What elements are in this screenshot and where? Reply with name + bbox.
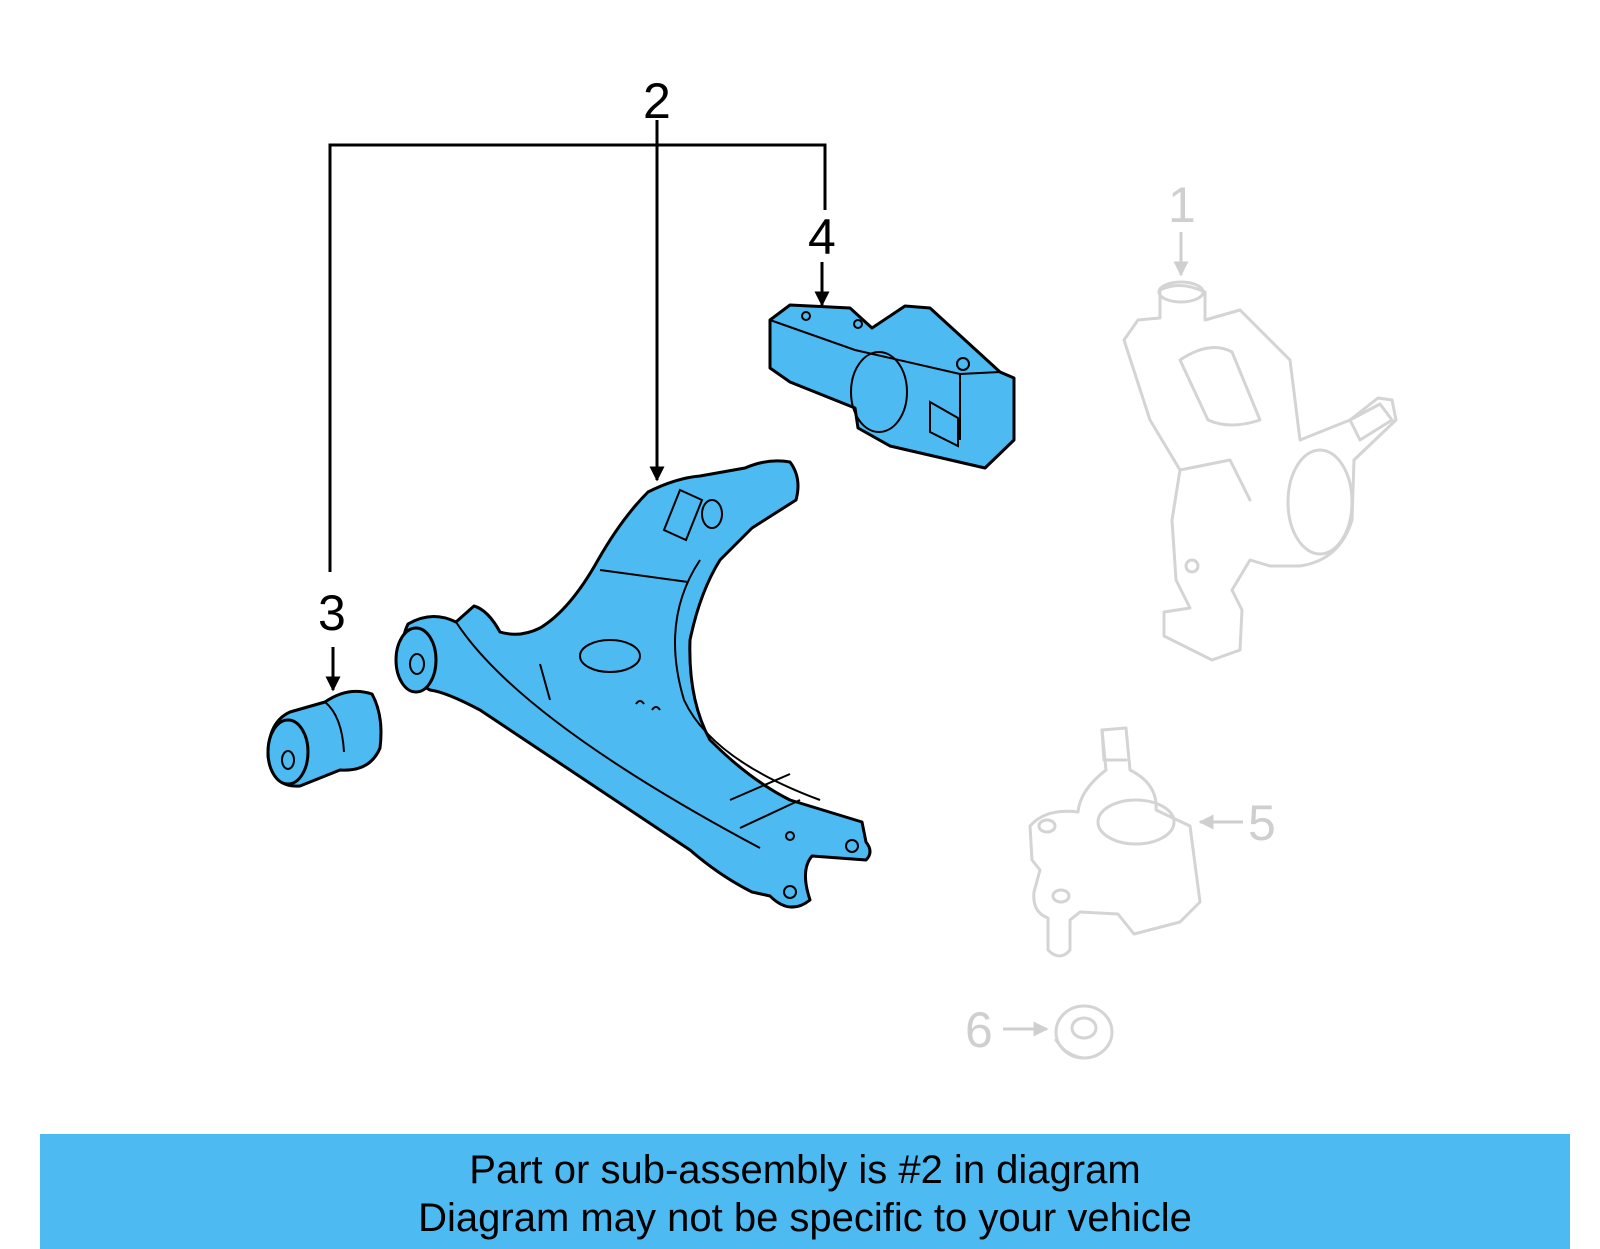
callout-1: 1 bbox=[1168, 177, 1196, 233]
callout-2: 2 bbox=[643, 73, 671, 129]
banner-line-1: Part or sub-assembly is #2 in diagram bbox=[469, 1148, 1141, 1192]
banner-line-2: Diagram may not be specific to your vehi… bbox=[418, 1196, 1192, 1240]
part-6-nut bbox=[1054, 1004, 1114, 1060]
callout-3: 3 bbox=[318, 585, 346, 641]
callout-4: 4 bbox=[808, 209, 836, 265]
part-5-ball-joint bbox=[1028, 726, 1202, 958]
part-4-mount-bracket bbox=[768, 303, 1016, 470]
part-3-bushing bbox=[266, 689, 383, 788]
callout-6: 6 bbox=[965, 1002, 993, 1058]
callout-2-leader bbox=[328, 120, 827, 572]
part-2-control-arm bbox=[394, 459, 872, 909]
info-banner: Part or sub-assembly is #2 in diagram Di… bbox=[40, 1134, 1570, 1249]
callout-5: 5 bbox=[1248, 795, 1276, 851]
part-1-steering-knuckle bbox=[1122, 280, 1398, 662]
